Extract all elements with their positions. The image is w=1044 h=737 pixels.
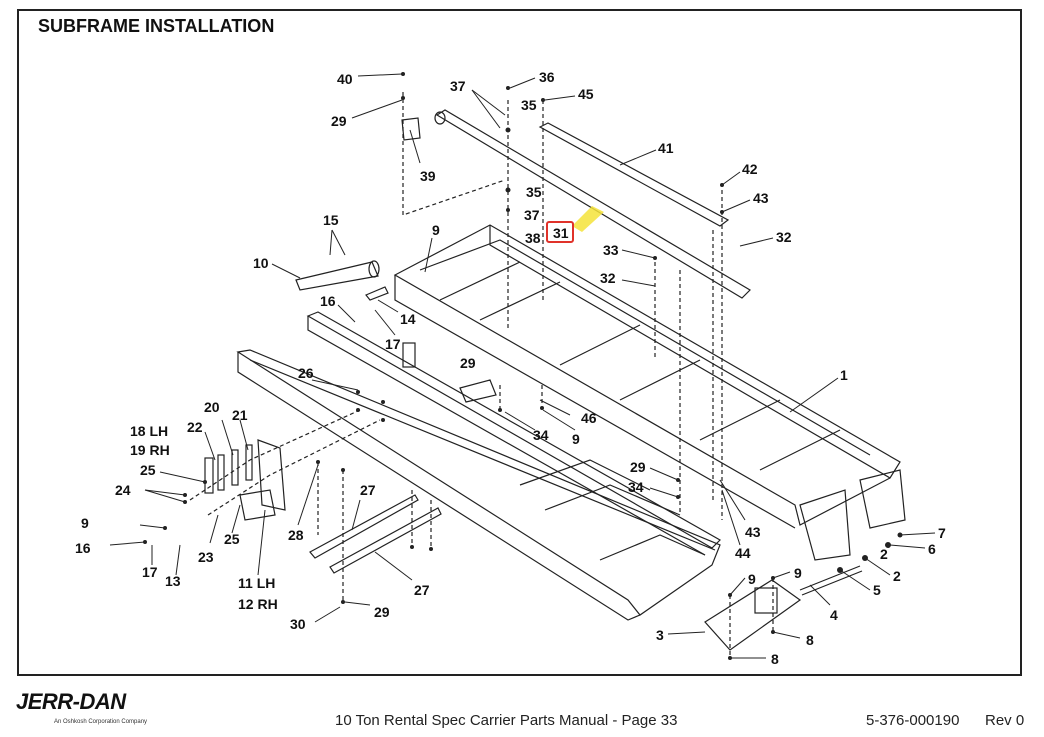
callout-label: 39 (420, 168, 436, 184)
callout-label: 41 (658, 140, 674, 156)
callout-label: 32 (776, 229, 792, 245)
callout-label: 34 (628, 479, 644, 495)
diagram-line-art (189, 92, 906, 658)
callout-label: 9 (81, 515, 89, 531)
callout-label: 37 (524, 207, 540, 223)
callout-label: 7 (938, 525, 946, 541)
callout-label: 44 (735, 545, 751, 561)
callout-label: 43 (745, 524, 761, 540)
callout-label: 20 (204, 399, 220, 415)
callout-label: 28 (288, 527, 304, 543)
callout-label: 25 (140, 462, 156, 478)
callout-label: 9 (794, 565, 802, 581)
brand-logo: JERR-DAN (16, 689, 126, 714)
highlighted-callout-31: 31 (553, 225, 569, 241)
brand-tagline: An Oshkosh Corporation Company (54, 719, 148, 725)
callout-label: 46 (581, 410, 597, 426)
callout-label: 9 (432, 222, 440, 238)
callout-label: 4 (830, 607, 838, 623)
callout-label: 23 (198, 549, 214, 565)
callout-label: 11 LH (238, 575, 275, 591)
callout-label: 24 (115, 482, 131, 498)
callout-label: 32 (600, 270, 616, 286)
callout-label: 29 (460, 355, 476, 371)
callout-label: 12 RH (238, 596, 278, 612)
callout-label: 43 (753, 190, 769, 206)
callout-label: 18 LH (130, 423, 168, 439)
callout-label: 6 (928, 541, 936, 557)
page-title: SUBFRAME INSTALLATION (38, 16, 275, 36)
callout-label: 45 (578, 86, 594, 102)
callout-label: 2 (893, 568, 901, 584)
callout-label: 33 (603, 242, 619, 258)
drawing-frame (17, 9, 1022, 676)
callout-label: 27 (414, 582, 430, 598)
callout-label: 25 (224, 531, 240, 547)
callout-label: 21 (232, 407, 248, 423)
callout-label: 9 (572, 431, 580, 447)
callout-label: 29 (331, 113, 347, 129)
callout-label: 16 (320, 293, 336, 309)
callout-label: 37 (450, 78, 466, 94)
callout-label: 38 (525, 230, 541, 246)
callout-label: 10 (253, 255, 269, 271)
callout-label: 17 (142, 564, 158, 580)
callout-leader-lines (109, 73, 936, 659)
fastener-dots (143, 72, 903, 660)
highlight-box (546, 221, 574, 243)
callout-label: 8 (771, 651, 779, 667)
callout-label: 19 RH (130, 442, 170, 458)
callout-label: 5 (873, 582, 881, 598)
callout-label: 36 (539, 69, 555, 85)
callout-label: 17 (385, 336, 401, 352)
callout-label: 22 (187, 419, 203, 435)
callout-label: 35 (526, 184, 542, 200)
callout-label: 34 (533, 427, 549, 443)
highlighter-mark (572, 206, 604, 232)
callout-label: 40 (337, 71, 353, 87)
callout-label: 29 (630, 459, 646, 475)
callout-label: 35 (521, 97, 537, 113)
callout-label: 29 (374, 604, 390, 620)
manual-page-label: 10 Ton Rental Spec Carrier Parts Manual … (335, 712, 678, 729)
callout-labels: 40 29 39 37 36 35 45 41 35 37 38 31 42 4… (75, 69, 946, 667)
callout-label: 13 (165, 573, 181, 589)
revision-label: Rev 0 (985, 712, 1025, 729)
callout-label: 2 (880, 546, 888, 562)
doc-number: 5-376-000190 (866, 712, 960, 729)
callout-label: 9 (748, 571, 756, 587)
callout-label: 1 (840, 367, 848, 383)
callout-label: 42 (742, 161, 758, 177)
callout-label: 3 (656, 627, 664, 643)
callout-label: 30 (290, 616, 306, 632)
callout-label: 8 (806, 632, 814, 648)
exploded-parts-diagram: 40 29 39 37 36 35 45 41 35 37 38 31 42 4… (75, 69, 946, 667)
callout-label: 27 (360, 482, 376, 498)
callout-label: 26 (298, 365, 314, 381)
callout-label: 15 (323, 212, 339, 228)
callout-label: 16 (75, 540, 91, 556)
callout-label: 14 (400, 311, 416, 327)
